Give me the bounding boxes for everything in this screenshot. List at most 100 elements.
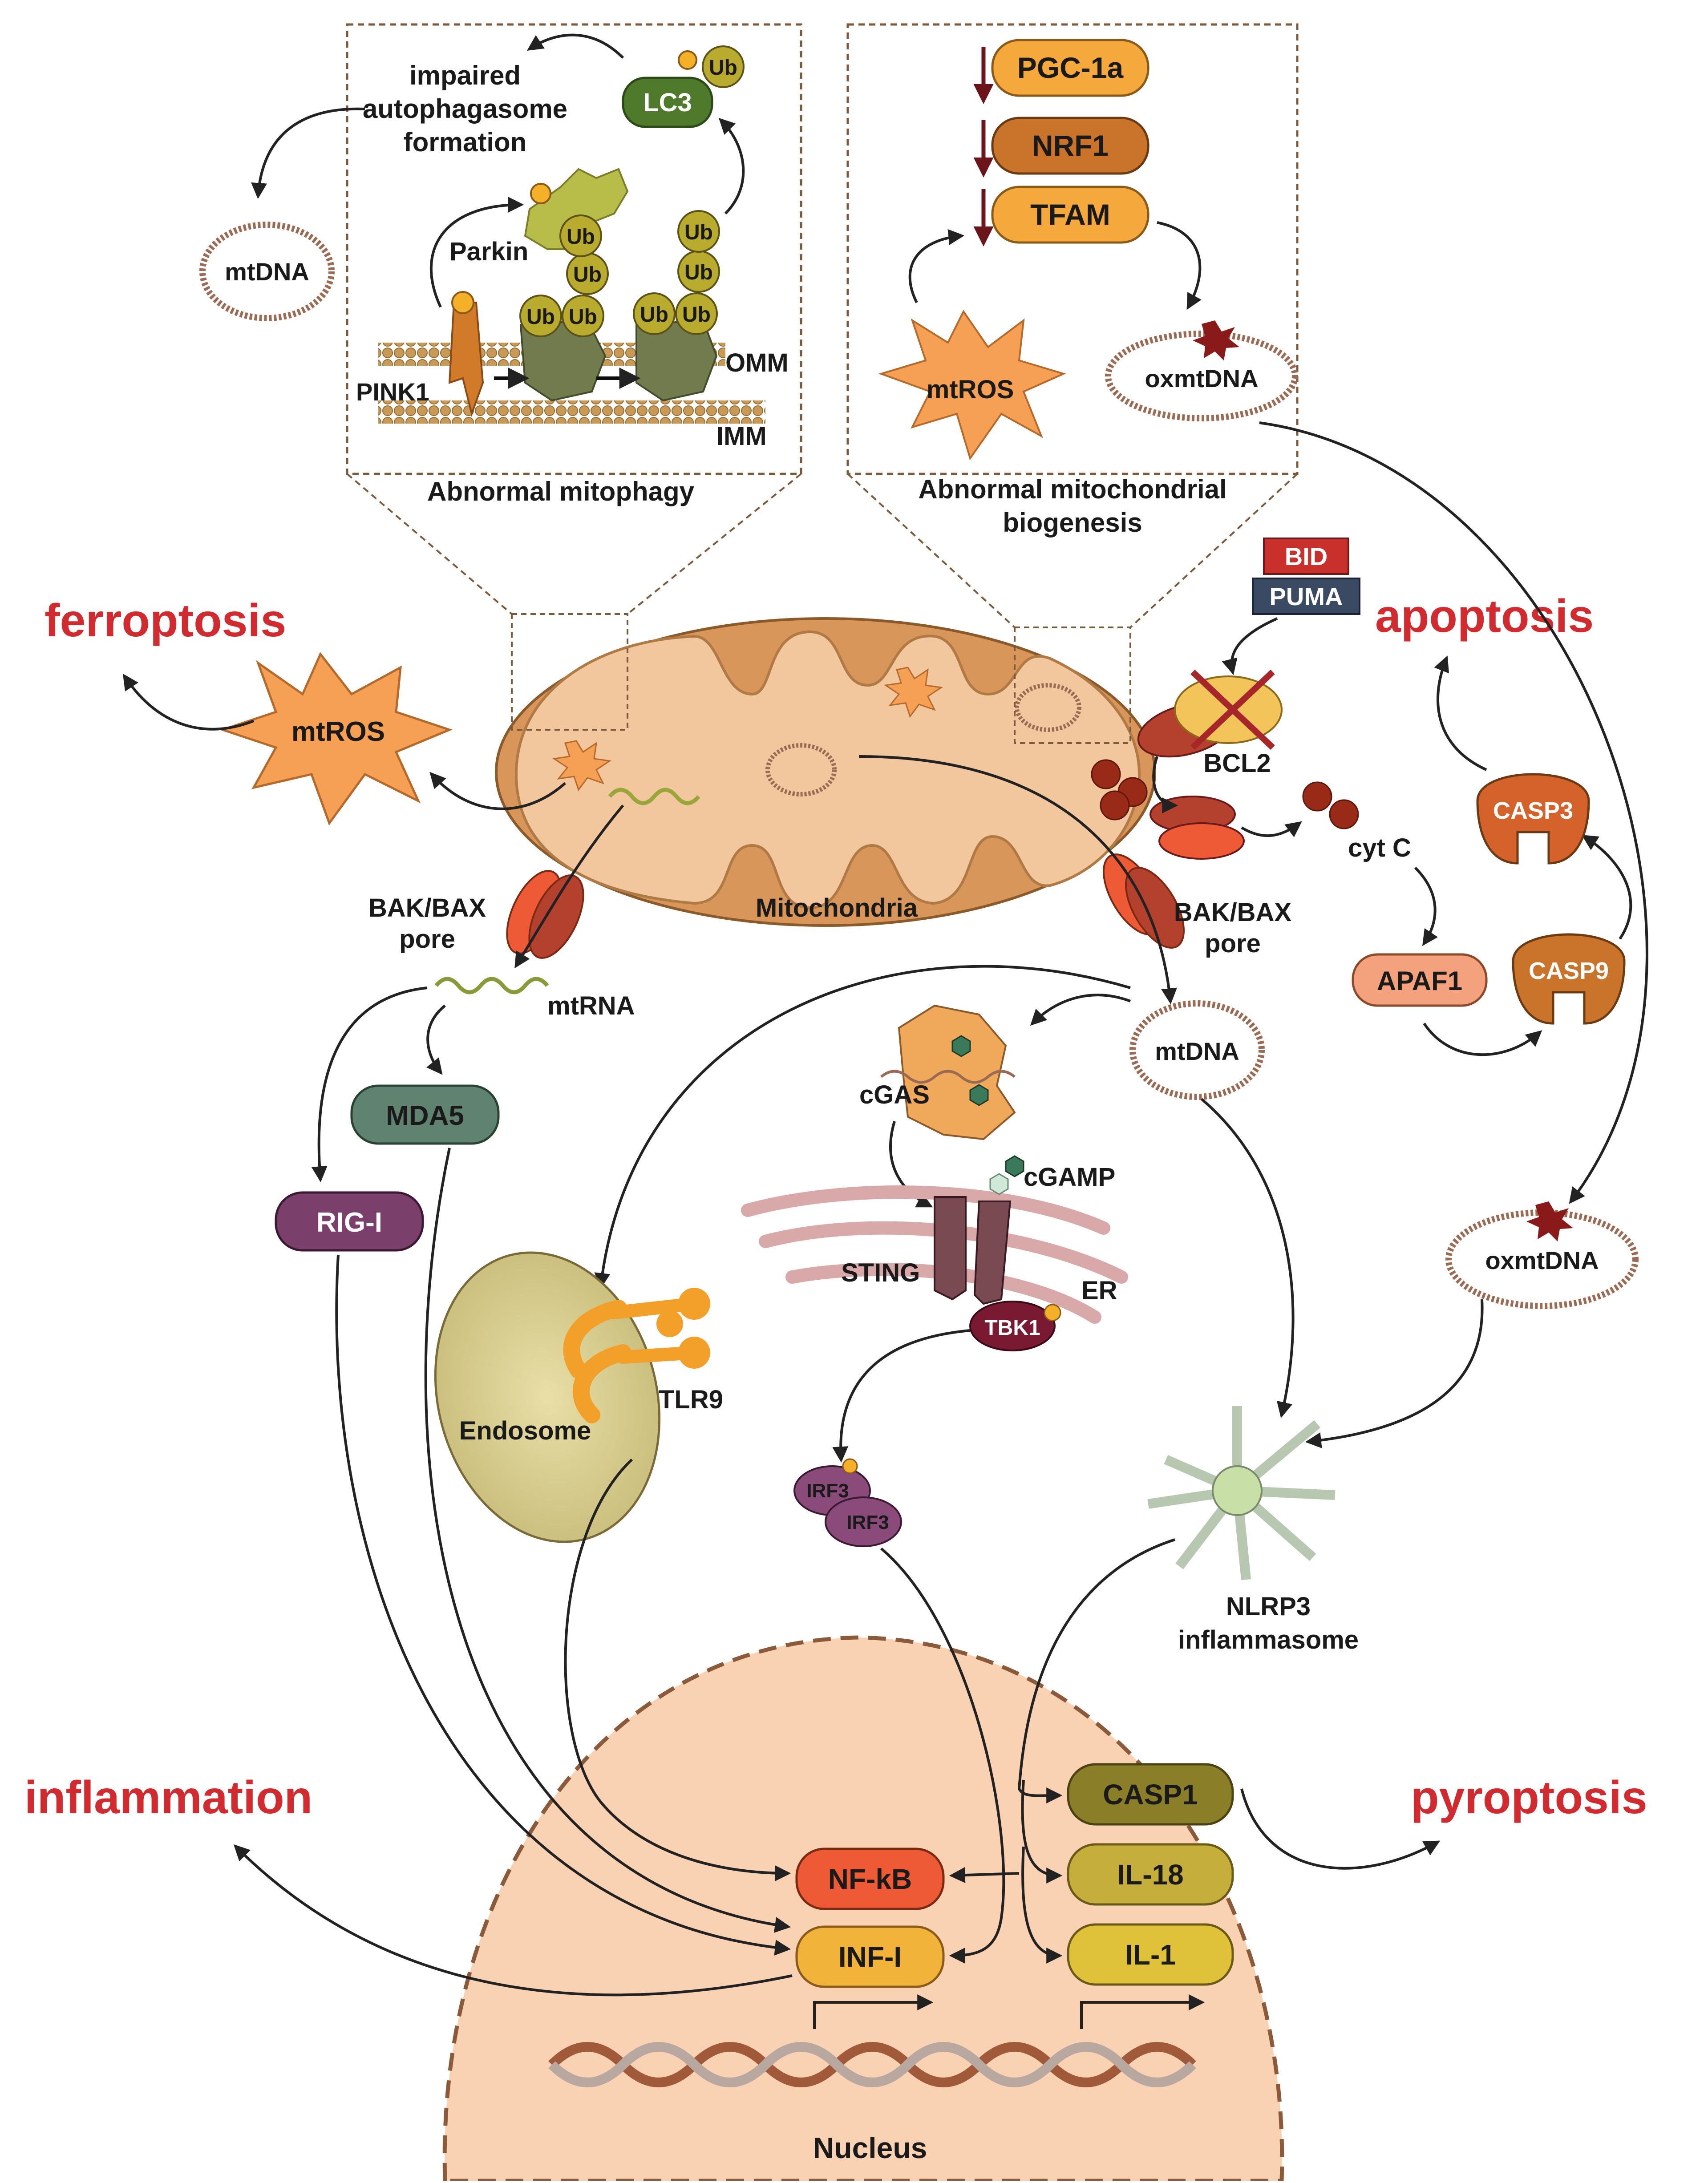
apaf1-pill xyxy=(1352,953,1488,1007)
infi-label: INF-I xyxy=(838,1941,902,1973)
mitophagy-panel-box xyxy=(346,23,802,475)
impaired-line2: autophagasome xyxy=(363,94,567,124)
mito-to-mtrna-arrow xyxy=(514,804,624,969)
phospho-dot xyxy=(451,291,474,314)
puma-label: PUMA xyxy=(1270,582,1343,610)
bcl2-label: BCL2 xyxy=(1203,749,1271,778)
endosome-label: Endosome xyxy=(459,1416,591,1445)
il1-pill xyxy=(1067,1923,1234,1986)
cgamp-hex xyxy=(951,1035,971,1057)
cgas-label: cGAS xyxy=(859,1080,930,1109)
ferroptosis-label: ferroptosis xyxy=(45,595,286,647)
ub-on-lc3 xyxy=(702,45,745,88)
irf3-protein xyxy=(825,1496,902,1547)
oxmtdna-to-nlrp3-arrow xyxy=(1305,1299,1484,1448)
cgamp-label: cGAMP xyxy=(1024,1163,1115,1192)
nucleus-label: Nucleus xyxy=(813,2131,927,2164)
mito-dna-ring xyxy=(1015,683,1081,732)
pyroptosis-label: pyroptosis xyxy=(1411,1772,1647,1823)
cytc-dot xyxy=(1329,799,1359,829)
nlrp3-label-line1: NLRP3 xyxy=(1226,1592,1311,1621)
bak-left-line1: BAK/BAX xyxy=(368,893,486,922)
cgamp-hex xyxy=(969,1084,989,1106)
mito-ros-spot xyxy=(552,740,612,792)
inflammation-label: inflammation xyxy=(24,1772,312,1823)
tbk1-to-irf3-arrow xyxy=(832,1329,971,1463)
mtros-label-panel: mtROS xyxy=(927,375,1014,404)
dna-helix xyxy=(548,2042,1196,2087)
mitophagy-title: Abnormal mitophagy xyxy=(427,477,695,506)
ub-label: Ub xyxy=(640,303,668,327)
tlr9-receptor xyxy=(563,1300,627,1379)
cgas-to-sting-arrow xyxy=(889,1121,933,1208)
ub-label: Ub xyxy=(684,221,713,244)
rigi-to-infi-arrow xyxy=(335,1254,791,1956)
ub-label: Ub xyxy=(573,263,602,287)
apaf1-to-casp9-arrow xyxy=(1423,1023,1542,1056)
irf3-label-a: IRF3 xyxy=(806,1480,849,1502)
il18-pill xyxy=(1067,1843,1234,1906)
phospho-dot xyxy=(842,1458,858,1474)
imm-label: IMM xyxy=(716,422,767,451)
ub-cluster-2: Ub Ub Ub Ub xyxy=(633,210,720,335)
tlr9-receptor xyxy=(678,1337,710,1369)
to-ferroptosis-arrow xyxy=(123,674,255,731)
mito-to-ros-arrow xyxy=(429,772,566,810)
ub-label: Ub xyxy=(682,303,711,327)
nrf1-pill xyxy=(991,117,1149,175)
infi-pill xyxy=(795,1925,945,1988)
to-mtdna-arrow xyxy=(251,107,365,199)
tbk1-label: TBK1 xyxy=(984,1316,1040,1340)
casp1-to-pyroptosis-arrow xyxy=(1240,1788,1441,1870)
tlr9-receptor xyxy=(572,1344,631,1423)
lc3-pill xyxy=(622,77,713,128)
zoom-line xyxy=(627,473,802,615)
er-membrane xyxy=(741,1185,1110,1235)
puma-box xyxy=(1252,578,1360,615)
cytc-out-arrow xyxy=(1241,821,1302,837)
nlrp3-to-il18-arrow xyxy=(1021,1779,1063,1884)
ros-to-pgc-arrow xyxy=(908,229,965,303)
tfam-pill xyxy=(991,186,1149,244)
ub-label: Ub xyxy=(709,56,737,80)
casp9-label: CASP9 xyxy=(1529,958,1609,984)
parkin-protein xyxy=(524,168,629,250)
bak-pore-left xyxy=(528,874,584,959)
zoom-line xyxy=(1129,473,1298,628)
mtdna-to-nlrp3-arrow xyxy=(1201,1098,1295,1419)
nrf1-label: NRF1 xyxy=(1032,129,1109,162)
nlrp3-to-il1-arrow xyxy=(1021,1846,1063,1964)
cytc-to-apaf1-arrow xyxy=(1414,866,1438,946)
mtdna-ring xyxy=(199,222,335,321)
apoptosis-label: apoptosis xyxy=(1375,590,1594,642)
oxmtdna-label-panel: oxmtDNA xyxy=(1145,364,1258,392)
lc3-recruit-arrow xyxy=(718,117,745,215)
cgas-dna xyxy=(880,1070,1016,1084)
oxmtdna-cytosol-label: oxmtDNA xyxy=(1485,1246,1599,1274)
tfam-label: TFAM xyxy=(1030,198,1110,231)
mito-label: Mitochondria xyxy=(756,893,918,922)
zoom-line xyxy=(346,473,513,615)
nfkb-pill xyxy=(795,1847,945,1910)
bak-right-line2: pore xyxy=(1205,929,1261,958)
ub-label: Ub xyxy=(569,305,597,329)
zoom-line xyxy=(847,473,1016,628)
nlrp3-label-line2: inflammasome xyxy=(1178,1625,1359,1654)
parkin-recruit-arrow xyxy=(429,197,524,308)
casp3-to-apoptosis-arrow xyxy=(1434,655,1487,771)
bid-to-bcl2-arrow xyxy=(1222,617,1278,675)
impaired-line1: impaired xyxy=(409,61,521,90)
mtdna-cytosol-label: mtDNA xyxy=(1155,1037,1239,1065)
bak-pore-cyt xyxy=(1158,822,1245,860)
pgc-label: PGC-1a xyxy=(1017,51,1124,84)
oxmtdna-ring-panel xyxy=(1105,331,1298,421)
bcl2-x-mark xyxy=(1190,669,1275,750)
imm-membrane xyxy=(378,400,765,424)
pink1-label: PINK1 xyxy=(356,378,429,406)
dna-helix xyxy=(548,2042,1196,2087)
mito-ros-spot xyxy=(883,667,943,718)
rigi-pill xyxy=(275,1191,424,1252)
er-label: ER xyxy=(1081,1276,1117,1305)
bid-label: BID xyxy=(1285,542,1328,570)
tfam-to-oxmtdna-arrow xyxy=(1157,221,1202,310)
